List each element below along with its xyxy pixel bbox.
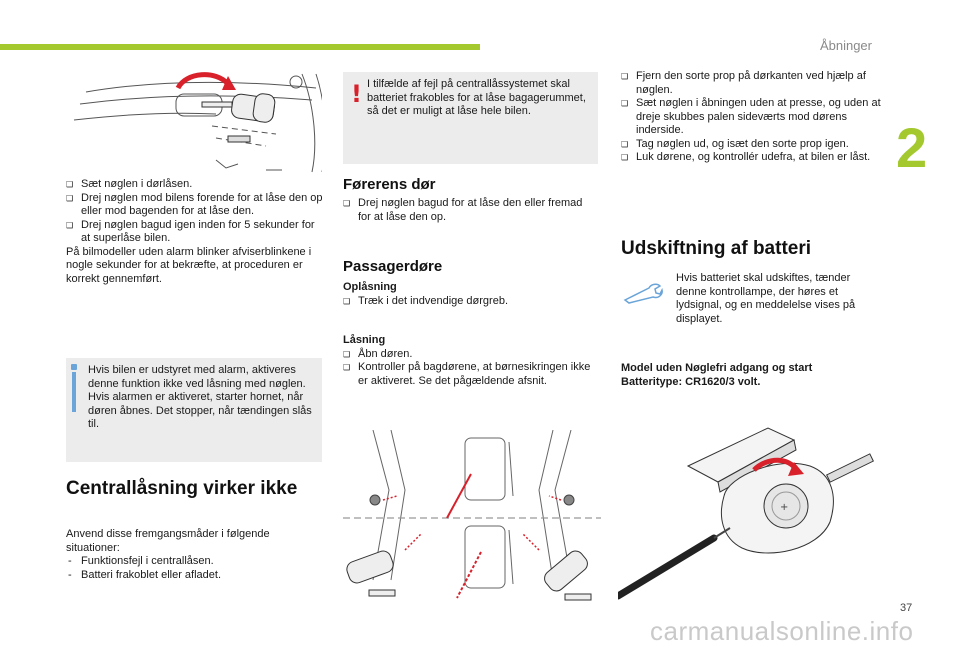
heading-udskiftning-af-batteri: Udskiftning af batteri [621, 238, 812, 259]
step-item: Træk i det indvendige dørgreb. [343, 295, 598, 309]
wrench-icon [623, 283, 663, 304]
battery-type: Batteritype: CR1620/3 volt. [621, 375, 761, 388]
chapter-number: 2 [896, 116, 928, 179]
section-name: Åbninger [819, 38, 872, 53]
lock-label: Låsning [343, 334, 386, 346]
col1-steps: Sæt nøglen i dørlåsen. Drej nøglen mod b… [66, 178, 324, 286]
step-item: Sæt nøglen i dørlåsen. [66, 178, 324, 192]
svg-text:+: + [780, 502, 788, 513]
col1-intro: Anvend disse fremgangsmåder i følgende s… [66, 528, 322, 582]
info-text: Hvis bilen er udstyret med alarm, aktive… [88, 364, 312, 430]
heading-centrallaasning: Centrallåsning virker ikke [66, 478, 298, 499]
accent-bar [0, 44, 480, 50]
page-number: 37 [900, 602, 913, 614]
unlock-label: Oplåsning [343, 281, 397, 293]
warning-icon: ! [351, 80, 362, 108]
info-box: Hvis bilen er udstyret med alarm, aktive… [66, 358, 322, 462]
step-item: Drej nøglen mod bilens forende for at lå… [66, 192, 324, 219]
key-in-door-illustration [73, 72, 322, 173]
step-item: Luk dørene, og kontrollér udefra, at bil… [621, 151, 881, 165]
battery-replacement-illustration: + [618, 427, 874, 600]
driver-door-steps: Drej nøglen bagud for at låse den eller … [343, 197, 598, 224]
model-info: Model uden Nøglefri adgang og start Batt… [621, 362, 881, 389]
step-item: Åbn døren. [343, 348, 598, 362]
step-item: Tag nøglen ud, og isæt den sorte prop ig… [621, 138, 881, 152]
info-icon-dot [71, 364, 77, 370]
step-item: Drej nøglen bagud for at låse den eller … [343, 197, 598, 224]
unlock-section: Oplåsning Træk i det indvendige dørgreb. [343, 281, 598, 308]
warning-box: ! I tilfælde af fejl på centrallåssystem… [343, 72, 598, 164]
heading-foererens-doer: Førerens dør [343, 176, 436, 193]
step-item: Drej nøglen bagud igen inden for 5 sekun… [66, 219, 324, 246]
model-line: Model uden Nøglefri adgang og start [621, 362, 813, 374]
alarm-paragraph: På bilmodeller uden alarm blinker afvise… [66, 245, 312, 285]
step-item: Fjern den sorte prop på dørkanten ved hj… [621, 70, 881, 97]
battery-warning-text: Hvis batteriet skal udskiftes, tænder de… [676, 272, 856, 325]
dash-item: Funktionsfejl i centrallåsen. [66, 555, 322, 569]
step-item: Sæt nøglen i åbningen uden at presse, og… [621, 97, 881, 138]
dash-item: Batteri frakoblet eller afladet. [66, 569, 322, 583]
col3-steps: Fjern den sorte prop på dørkanten ved hj… [621, 70, 881, 165]
watermark: carmanualsonline.info [650, 616, 914, 646]
heading-passagerdoere: Passagerdøre [343, 258, 443, 275]
lock-section: Låsning Åbn døren. Kontroller på bagdøre… [343, 334, 598, 388]
info-icon [72, 372, 76, 412]
step-item: Kontroller på bagdørene, at børnesikring… [343, 361, 598, 388]
intro-text: Anvend disse fremgangsmåder i følgende s… [66, 528, 270, 554]
warning-text: I tilfælde af fejl på centrallåssystemet… [367, 78, 586, 117]
door-lock-illustration [343, 430, 601, 601]
